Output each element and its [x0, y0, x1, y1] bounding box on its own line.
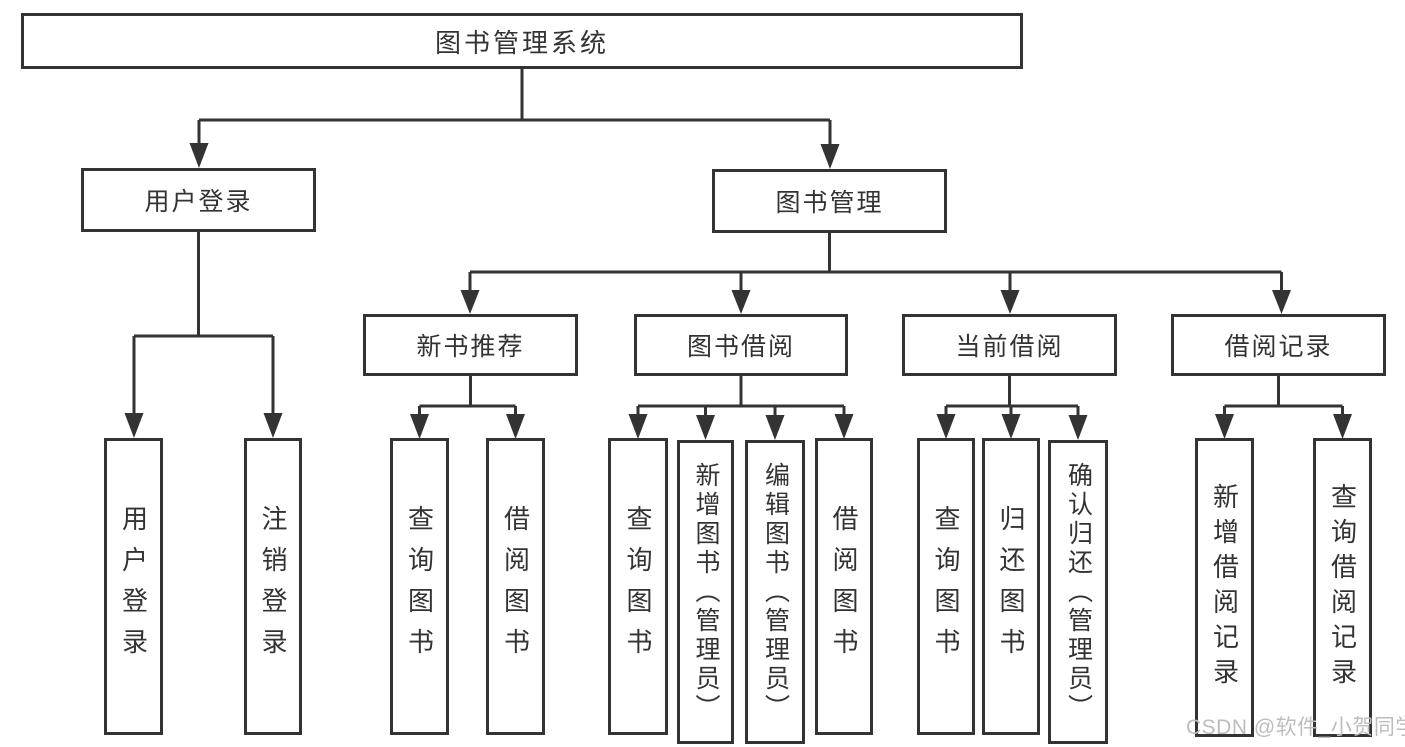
node-library-management-system: 图书管理系统	[21, 13, 1023, 69]
node-label: 查询图书	[404, 504, 435, 669]
leaf-query-books-borrowing: 查询图书	[608, 438, 668, 735]
arrowhead	[1000, 290, 1020, 314]
edge-records-to-children	[1215, 376, 1352, 439]
leaf-query-borrow-record: 查询借阅记录	[1313, 438, 1372, 737]
edge-root-to-level2	[189, 69, 840, 169]
node-label: 图书管理	[775, 189, 884, 217]
arrowhead	[936, 414, 956, 439]
node-label: 图书管理系统	[434, 27, 609, 58]
node-label: 图书借阅	[686, 333, 795, 361]
leaf-borrow-books-borrowing: 借阅图书	[815, 438, 873, 735]
node-label: 借阅记录	[1224, 333, 1333, 361]
node-label: 借阅图书	[829, 504, 859, 669]
node-new-book-recommend: 新书推荐	[363, 314, 578, 376]
edge-line	[944, 376, 1080, 416]
arrowhead	[189, 143, 209, 168]
arrowhead	[506, 414, 525, 439]
node-user-login: 用户登录	[81, 168, 316, 232]
edge-line	[1223, 376, 1344, 415]
node-label: 借阅图书	[500, 504, 531, 669]
arrowhead	[1272, 290, 1291, 314]
arrowhead	[628, 414, 648, 439]
leaf-add-book-admin: 新增图书（管理员）	[677, 440, 734, 744]
node-label: 编辑图书（管理员）	[761, 461, 790, 723]
leaf-user-login: 用户登录	[104, 438, 163, 735]
arrowhead	[263, 413, 283, 438]
node-label: 用户登录	[118, 504, 149, 669]
arrowhead	[834, 414, 854, 439]
edge-user-login-to-children	[124, 232, 283, 438]
node-borrowing-records: 借阅记录	[1171, 314, 1386, 376]
node-label: 查询借阅记录	[1327, 482, 1358, 693]
arrowhead	[410, 414, 429, 439]
csdn-watermark: CSDN @软件_小贺同学	[1186, 716, 1405, 739]
node-label: 注销登录	[258, 504, 288, 669]
leaf-return-books: 归还图书	[982, 438, 1040, 735]
leaf-confirm-return-admin: 确认归还（管理员）	[1048, 440, 1108, 744]
arrowhead	[1001, 414, 1021, 439]
node-label: 查询图书	[931, 504, 961, 669]
node-label: 新增借阅记录	[1209, 482, 1240, 693]
leaf-edit-book-admin: 编辑图书（管理员）	[745, 440, 805, 744]
edge-current-borrow-to-children	[936, 376, 1088, 440]
node-label: 新书推荐	[416, 333, 525, 361]
leaf-borrow-books-recommend: 借阅图书	[486, 438, 545, 735]
edge-line	[636, 376, 846, 416]
edge-line	[418, 376, 517, 415]
edge-line	[132, 232, 275, 414]
edge-line	[197, 69, 832, 145]
arrowhead	[1068, 415, 1088, 440]
arrowhead	[696, 415, 715, 440]
node-label: 新增图书（管理员）	[692, 461, 720, 723]
arrowhead	[124, 413, 144, 438]
leaf-query-books-recommend: 查询图书	[390, 438, 449, 735]
arrowhead	[765, 415, 785, 440]
node-label: 确认归还（管理员）	[1064, 461, 1093, 723]
arrowhead	[731, 290, 751, 314]
node-label: 当前借阅	[955, 333, 1064, 361]
edge-book-borrow-to-children	[628, 376, 854, 440]
arrowhead	[820, 144, 840, 169]
node-label: 归还图书	[996, 504, 1026, 669]
leaf-add-borrow-record: 新增借阅记录	[1195, 438, 1254, 737]
edge-line	[468, 233, 1283, 291]
node-label: 查询图书	[623, 504, 653, 669]
edge-new-book-to-children	[410, 376, 525, 439]
node-current-borrowing: 当前借阅	[902, 314, 1117, 376]
node-book-borrowing: 图书借阅	[634, 314, 848, 376]
arrowhead	[460, 290, 480, 314]
node-label: 用户登录	[144, 188, 253, 216]
arrowhead	[1215, 414, 1234, 439]
node-book-management: 图书管理	[712, 169, 947, 233]
leaf-query-books-current: 查询图书	[917, 438, 975, 735]
edge-book-mgmt-to-level3	[460, 233, 1291, 314]
arrowhead	[1333, 414, 1352, 439]
leaf-logout: 注销登录	[244, 438, 302, 735]
